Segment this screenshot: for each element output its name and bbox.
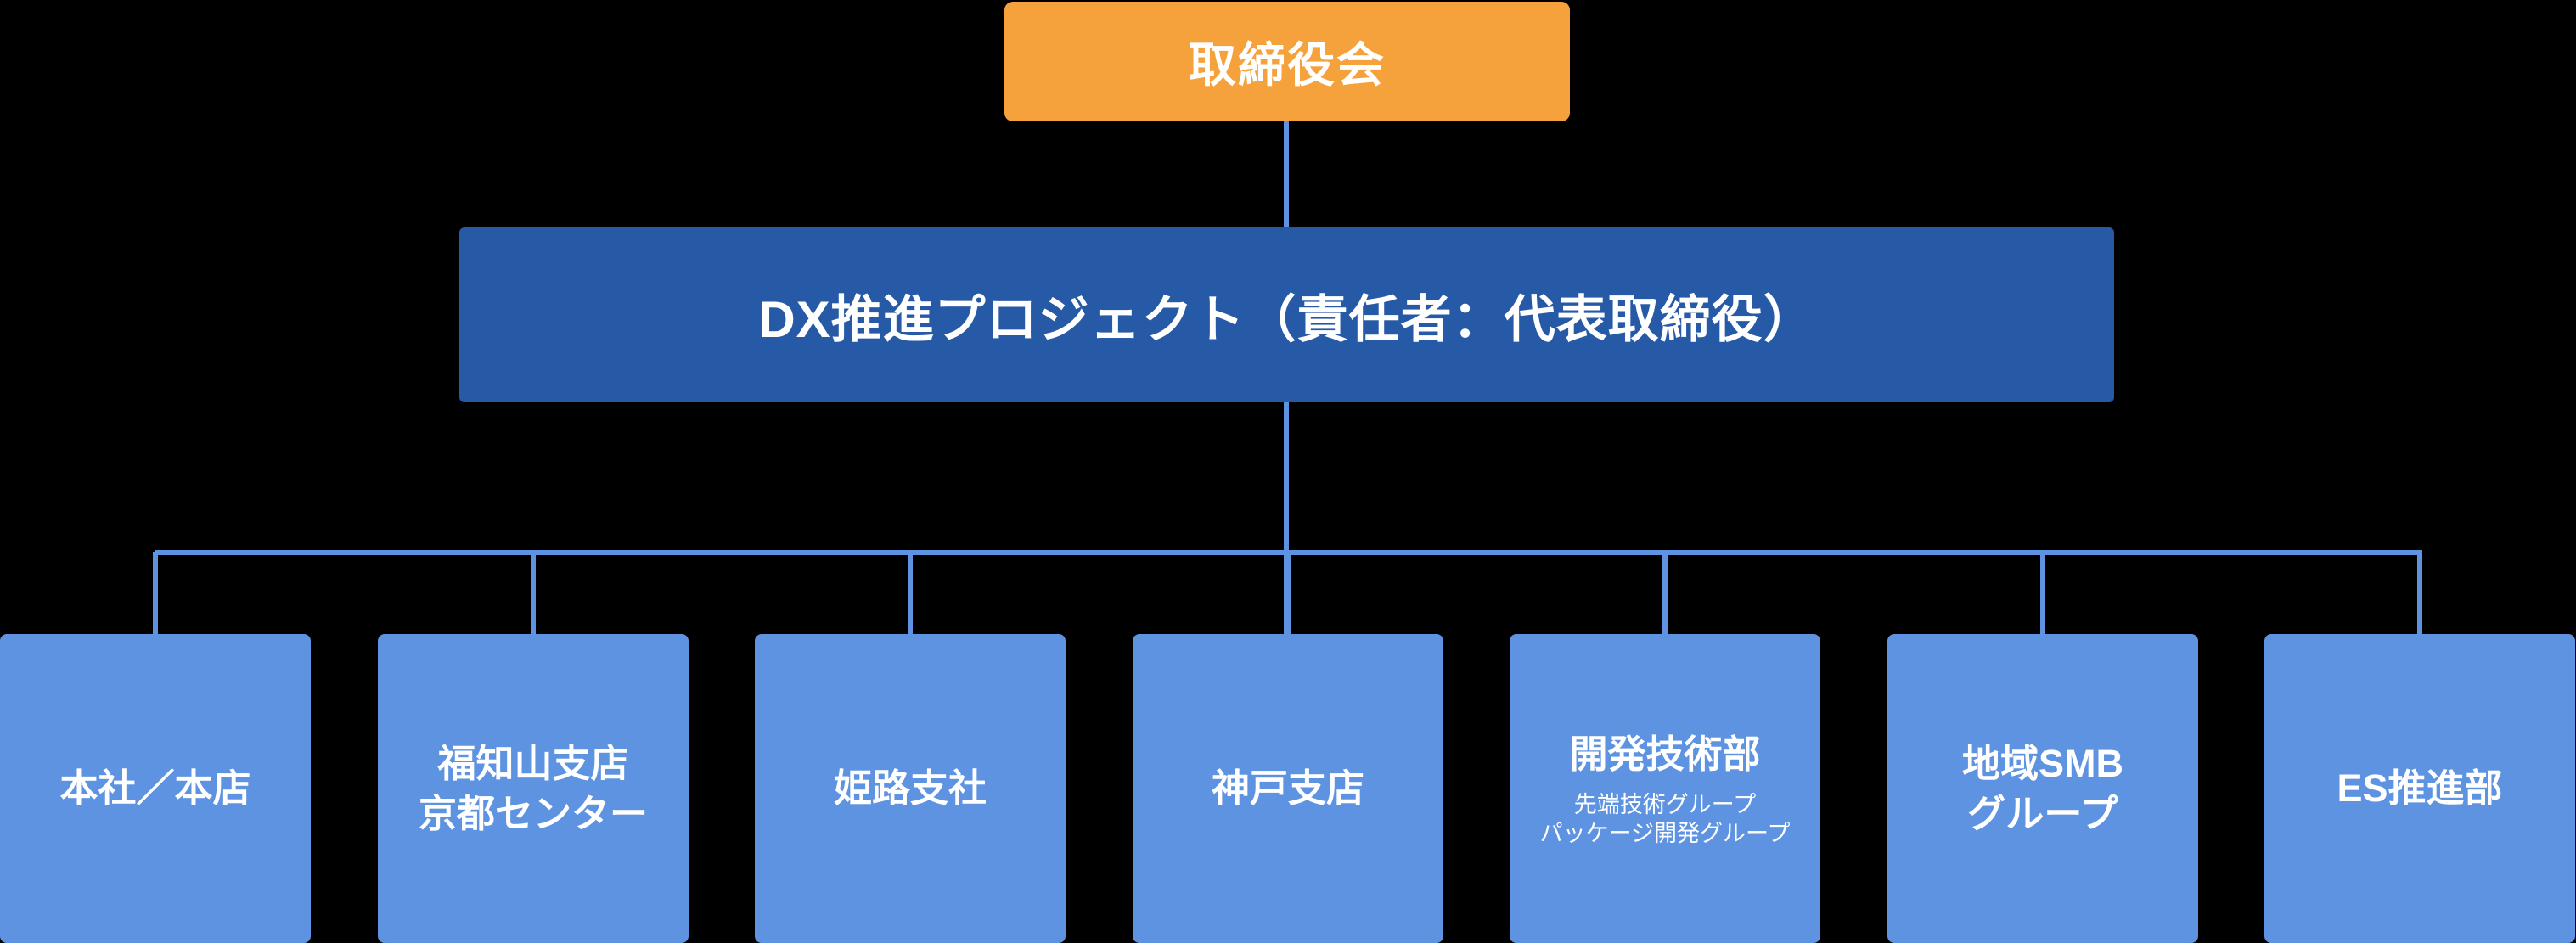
board-label: 取締役会 — [1189, 38, 1386, 92]
connector-bus-to-department — [2417, 552, 2422, 634]
org-node-department: 開発技術部先端技術グループパッケージ開発グループ — [1510, 634, 1820, 943]
org-node-board-of-directors: 取締役会 — [1004, 2, 1570, 121]
org-node-dx-project: DX推進プロジェクト（責任者：代表取締役） — [459, 227, 2114, 402]
org-node-department: 福知山支店京都センター — [378, 634, 689, 943]
connector-bus-to-department — [1662, 552, 1668, 634]
connector-bus-to-department — [1285, 552, 1291, 634]
connector-bus-to-department — [531, 552, 536, 634]
org-node-department: 神戸支店 — [1133, 634, 1443, 943]
department-label: 開発技術部 — [1569, 732, 1761, 776]
department-label: 福知山支店京都センター — [418, 741, 648, 835]
org-node-department: ES推進部 — [2264, 634, 2575, 943]
department-sub-groups: 先端技術グループパッケージ開発グループ — [1539, 791, 1791, 846]
department-label: 神戸支店 — [1211, 766, 1364, 811]
department-label: 姫路支社 — [833, 766, 987, 811]
connector-bus-to-department — [153, 552, 158, 634]
project-label: DX推進プロジェクト（責任者：代表取締役） — [758, 290, 1815, 348]
connector-project-to-bus — [1284, 402, 1289, 634]
connector-bus-to-department — [2040, 552, 2045, 634]
org-node-department: 本社／本店 — [0, 634, 311, 943]
connector-bus-to-department — [908, 552, 913, 634]
org-node-department: 姫路支社 — [755, 634, 1066, 943]
department-label: 本社／本店 — [59, 766, 251, 811]
department-label: ES推進部 — [2337, 766, 2503, 811]
connector-board-to-project — [1284, 121, 1289, 227]
